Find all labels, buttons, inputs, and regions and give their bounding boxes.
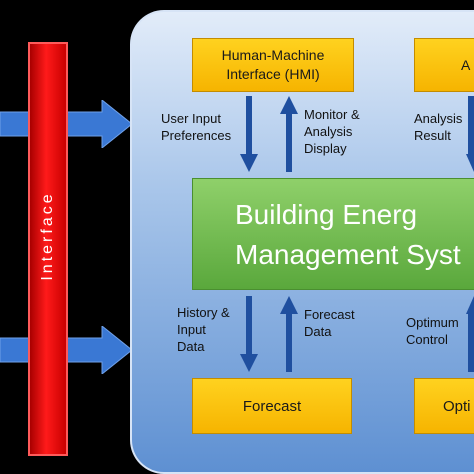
interface-bar: [28, 42, 68, 456]
flow-label-history: History & Input Data: [177, 305, 230, 354]
interface-label: Interface: [39, 191, 56, 281]
arrow-down-user-input: [240, 96, 258, 172]
bems-core: Building Energ Management Syst: [192, 178, 474, 290]
input-arrow-bottom: [0, 326, 133, 374]
arrow-down-optimum-control: [466, 296, 474, 372]
flow-label-user-input: User Input Preferences: [161, 111, 232, 143]
flow-label-analysis-result: Analysis Result: [414, 111, 463, 143]
flow-label-monitor: Monitor & Analysis Display: [304, 107, 360, 156]
analysis-module: A: [414, 38, 474, 92]
optimum-label: Opti: [443, 397, 471, 415]
arrow-down-history: [240, 296, 258, 372]
arrow-up-forecast-data: [280, 296, 298, 372]
flow-label-optimum-control: Optimum Control: [406, 315, 459, 347]
hmi-label: Human-Machine Interface (HMI): [221, 47, 325, 82]
arrow-up-monitor: [280, 96, 298, 172]
input-arrow-top: [0, 100, 133, 148]
arrow-down-analysis-result: [466, 96, 474, 172]
optimum-module: Opti: [414, 378, 474, 434]
forecast-module: Forecast: [192, 378, 352, 434]
hmi-module: Human-Machine Interface (HMI): [192, 38, 354, 92]
forecast-label: Forecast: [242, 397, 302, 415]
analysis-label: A: [461, 56, 471, 73]
flow-label-forecast-data: Forecast Data: [304, 307, 355, 339]
bems-label: Building Energ Management Syst: [235, 199, 461, 270]
